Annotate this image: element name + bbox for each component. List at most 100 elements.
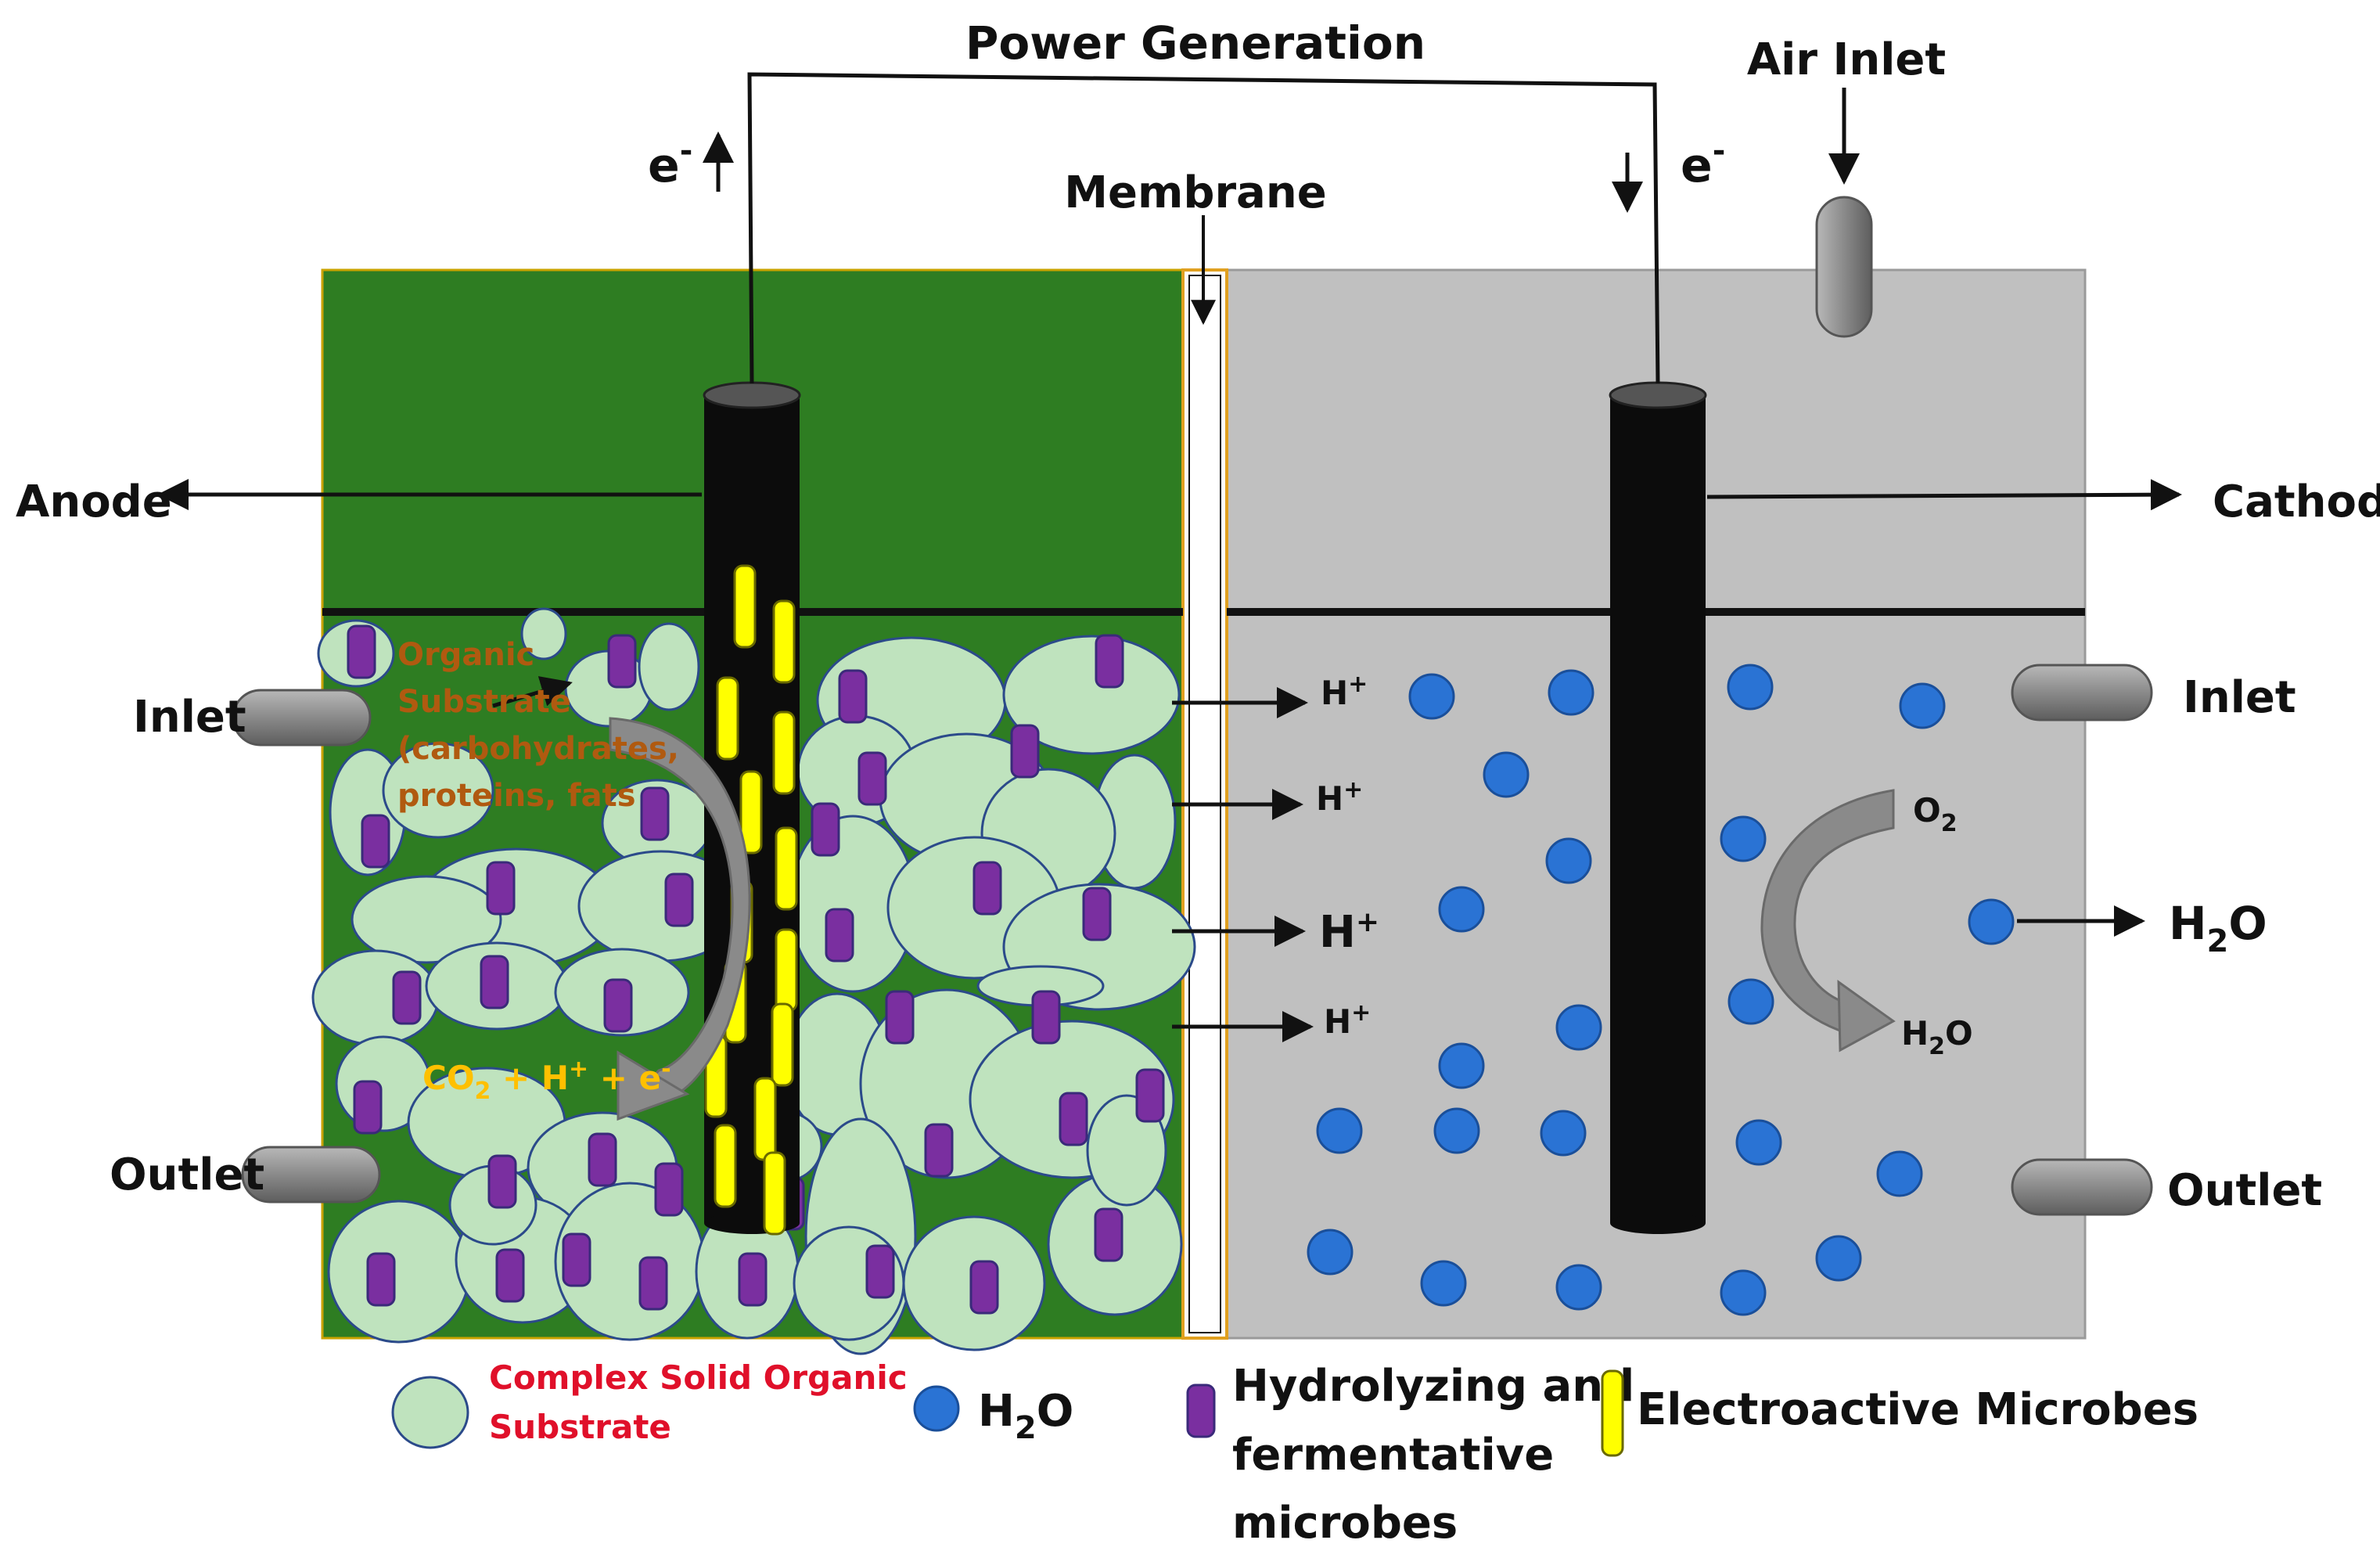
right-inlet-label: Inlet <box>2183 672 2296 723</box>
hydrolyzing-microbe <box>603 978 633 1033</box>
hydrolyzing-microbe <box>1031 990 1061 1045</box>
legend-electroactive-icon <box>1601 1369 1624 1457</box>
water-droplet <box>1876 1150 1923 1197</box>
substrate-particle <box>1086 1094 1167 1207</box>
hydrolyzing-microbe <box>361 814 390 869</box>
electroactive-microbe <box>772 711 796 795</box>
water-droplet <box>1968 898 2015 945</box>
hydrolyzing-microbe <box>865 1244 895 1299</box>
hydrolyzing-microbe <box>838 669 868 724</box>
external-circuit-wire <box>747 72 1660 384</box>
hydrolyzing-microbe <box>366 1252 396 1307</box>
water-droplet <box>1899 682 1946 729</box>
left-inlet-label: Inlet <box>133 692 246 743</box>
anode-curved-arrow-head <box>617 1050 690 1121</box>
legend: Complex Solid Organic Substrate H2O Hydr… <box>391 1358 2198 1549</box>
hydrolyzing-microbe <box>1010 724 1040 779</box>
water-droplet <box>1720 1269 1767 1316</box>
power-generation-label: Power Generation <box>965 16 1425 70</box>
hydrolyzing-microbe <box>664 873 694 927</box>
hydrolyzing-microbe <box>972 861 1002 916</box>
electron-right-label: e- <box>1681 133 1725 193</box>
cathode-electrode <box>1609 381 1707 1234</box>
electroactive-microbe <box>763 1151 786 1236</box>
legend-hydrolyzing-label: Hydrolyzing and fermentative microbes <box>1232 1361 1650 1549</box>
water-droplet <box>1555 1264 1602 1311</box>
water-droplet <box>1555 1004 1602 1051</box>
organic-substrate-line: proteins, fats <box>397 778 636 814</box>
electroactive-microbe <box>753 1077 777 1161</box>
proton-arrows <box>1172 687 1314 1042</box>
substrate-particle <box>1002 635 1181 755</box>
electron-left-label: e- <box>648 133 692 193</box>
water-droplet <box>1735 1119 1782 1166</box>
hydrolyzing-microbe <box>353 1080 383 1135</box>
proton-label: H+ <box>1316 776 1363 818</box>
organic-substrate-line: Organic <box>397 637 534 673</box>
substrate-pointer-arrow <box>492 676 573 708</box>
hydrolyzing-microbe <box>495 1248 525 1303</box>
electroactive-microbe <box>771 1002 794 1087</box>
left-outlet-label: Outlet <box>110 1150 264 1200</box>
water-droplet <box>1548 669 1594 716</box>
hydrolyzing-microbe <box>1082 887 1112 941</box>
electroactive-microbe <box>714 1124 737 1208</box>
electroactive-microbe <box>739 770 763 855</box>
hydrolyzing-microbe <box>480 955 509 1009</box>
proton-label: H+ <box>1319 906 1379 958</box>
legend-substrate-icon <box>391 1376 469 1449</box>
electroactive-microbe <box>775 826 798 911</box>
organic-substrate-line: (carbohydrates, <box>397 731 679 767</box>
legend-water-label: H2O <box>978 1386 1073 1446</box>
hydrolyzing-microbe <box>885 990 915 1045</box>
water-droplet <box>1727 664 1774 711</box>
organic-substrate-label: Organic Substrate (carbohydrates, protei… <box>397 637 679 814</box>
right-outlet-pipe-icon <box>2011 1158 2153 1216</box>
organic-substrate-line: Substrate <box>397 684 571 720</box>
water-droplet <box>1433 1107 1480 1154</box>
h2o-product-label: H2O <box>1901 1014 1973 1060</box>
cathode-pointer-arrow <box>1706 479 2182 511</box>
proton-label: H+ <box>1321 671 1368 712</box>
electroactive-microbe <box>716 676 739 761</box>
membrane-label: Membrane <box>1064 167 1326 218</box>
water-droplet <box>1483 751 1530 798</box>
water-droplet <box>1727 978 1774 1025</box>
o2-label: O2 <box>1913 791 1958 837</box>
hydrolyzing-microbe <box>857 751 887 806</box>
hydrolyzing-microbe <box>607 634 637 689</box>
substrate-particles <box>311 607 1196 1355</box>
hydrolyzing-microbes <box>347 624 1165 1315</box>
water-droplet <box>1438 1042 1485 1089</box>
legend-water-icon <box>913 1385 960 1432</box>
substrate-particle <box>382 742 494 839</box>
proton-label: H+ <box>1324 999 1371 1041</box>
hydrolyzing-microbe <box>924 1123 954 1178</box>
hydrolyzing-microbe <box>562 1232 591 1287</box>
cathode-curved-arrow-head <box>1837 980 1896 1052</box>
legend-hydrolyzing-icon <box>1186 1383 1216 1438</box>
hydrolyzing-microbe <box>392 970 422 1025</box>
hydrolyzing-microbe <box>1059 1092 1088 1146</box>
cathode-label: Cathode <box>2213 477 2380 527</box>
electroactive-microbe <box>733 564 757 649</box>
right-outlet-label: Outlet <box>2167 1165 2322 1216</box>
air-inlet-pipe-icon <box>1815 196 1873 338</box>
hydrolyzing-microbe <box>1135 1068 1165 1123</box>
water-droplet <box>1545 837 1592 884</box>
left-inlet-pipe-icon <box>232 689 372 747</box>
hydrolyzing-microbe <box>811 802 840 857</box>
hydrolyzing-microbe <box>654 1162 684 1217</box>
electroactive-microbe <box>775 928 798 1013</box>
electroactive-microbe <box>772 599 796 684</box>
anode-label: Anode <box>16 477 172 527</box>
water-droplet <box>1815 1235 1862 1282</box>
water-droplet <box>1408 673 1455 720</box>
hydrolyzing-microbe <box>347 624 376 679</box>
hydrolyzing-microbe <box>825 908 854 963</box>
substrate-particle <box>520 607 567 660</box>
anode-reaction-label: CO2 + H+ + e- <box>422 1056 671 1105</box>
left-outlet-pipe-icon <box>241 1146 381 1204</box>
hydrolyzing-microbe <box>640 786 670 841</box>
